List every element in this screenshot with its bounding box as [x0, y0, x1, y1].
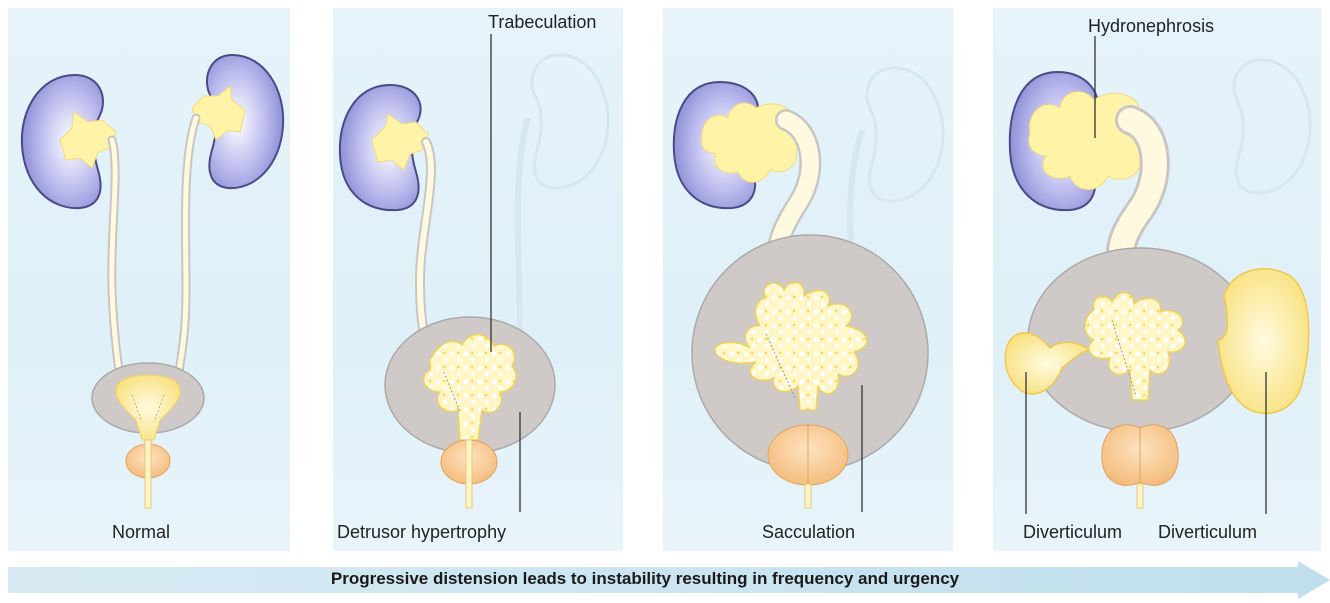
normal-stage	[22, 55, 283, 508]
label-diverticulum-left: Diverticulum	[1023, 522, 1122, 543]
diverticulum-stage	[1005, 36, 1310, 514]
label-normal: Normal	[112, 522, 170, 543]
faded-right-kidney	[867, 68, 943, 201]
faded-right-kidney	[1234, 60, 1310, 193]
faded-right-kidney	[532, 55, 608, 188]
label-sacculation: Sacculation	[762, 522, 855, 543]
detrusor-hypertrophy-stage	[340, 34, 608, 512]
right-diverticulum	[1218, 269, 1309, 414]
label-detrusor-hypertrophy: Detrusor hypertrophy	[337, 522, 506, 543]
sacculation-stage	[674, 68, 943, 512]
normal-urethra	[145, 440, 151, 508]
progression-caption: Progressive distension leads to instabil…	[0, 569, 1290, 589]
label-trabeculation: Trabeculation	[488, 12, 596, 33]
label-diverticulum-right: Diverticulum	[1158, 522, 1257, 543]
label-hydronephrosis: Hydronephrosis	[1088, 16, 1214, 37]
